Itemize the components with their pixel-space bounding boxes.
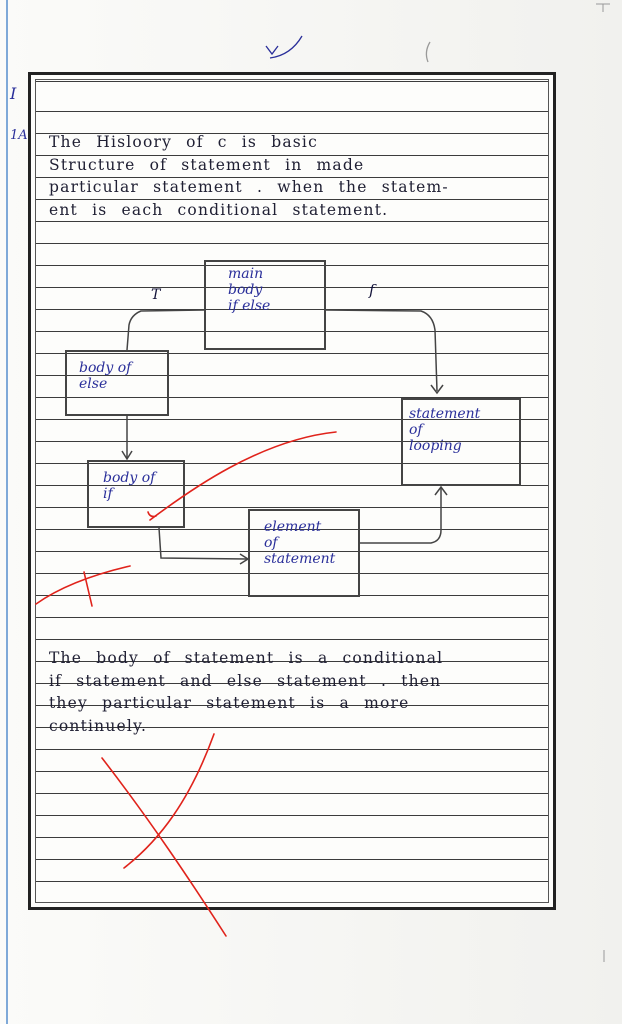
else-body-label: body of else: [79, 360, 132, 392]
if-body-box: body of if: [87, 460, 185, 528]
if-body-label: body of if: [103, 470, 156, 502]
paragraph-line: particular statement . when the statem-: [49, 178, 449, 196]
main-body-box: main body if else: [204, 260, 326, 350]
answer-paragraph-2: The body of statement is a conditional i…: [49, 647, 544, 737]
red-stroke-diagonal: [149, 431, 337, 521]
paragraph-line: The Hisloory of c is basic: [49, 133, 318, 151]
true-label: T: [151, 287, 161, 303]
paragraph-line: Structure of statement in made: [49, 155, 365, 174]
looping-label: statement of looping: [409, 406, 481, 454]
red-cross-stroke: [101, 757, 227, 937]
else-body-box: body of else: [65, 350, 169, 416]
red-stroke-hook: [147, 511, 157, 518]
question-number: 1A: [10, 128, 28, 143]
connector-element-to-looping: [360, 487, 442, 544]
arrowhead: [239, 553, 250, 565]
false-label: f: [369, 281, 375, 299]
connector-if-to-element: [158, 527, 248, 560]
looping-box: statement of looping: [401, 398, 521, 486]
question-roman: I: [10, 84, 17, 103]
red-stroke-lower: [83, 571, 93, 607]
arrowhead: [121, 450, 133, 461]
arrowhead: [434, 485, 448, 496]
paragraph-line: they particular statement is a more: [49, 694, 410, 712]
element-box: element of statement: [248, 509, 360, 597]
diagram-connectors: [121, 309, 448, 565]
paragraph-line: continuely.: [49, 716, 148, 735]
paragraph-line: ent is each conditional statement.: [49, 200, 389, 219]
paragraph-line: if statement and else statement . then: [49, 671, 442, 690]
main-body-label: main body if else: [228, 266, 271, 314]
arrowhead: [430, 384, 444, 395]
tick-mark: [269, 35, 303, 59]
tick-mark: [265, 45, 279, 56]
answer-paragraph-1: The Hisloory of c is basic Structure of …: [49, 131, 539, 221]
answer-sheet: The Hisloory of c is basic Structure of …: [28, 72, 556, 910]
connector-main-to-else: [126, 309, 205, 351]
paragraph-line: The body of statement is a conditional: [49, 649, 444, 667]
pencil-mark: [425, 41, 431, 63]
corner-mark: [596, 3, 610, 12]
red-cross-stroke: [123, 733, 215, 869]
ruled-lines: [35, 79, 549, 903]
connector-main-to-looping: [325, 309, 438, 392]
margin-line: [6, 0, 8, 1024]
red-stroke-lower: [35, 565, 131, 605]
element-label: element of statement: [264, 519, 336, 567]
